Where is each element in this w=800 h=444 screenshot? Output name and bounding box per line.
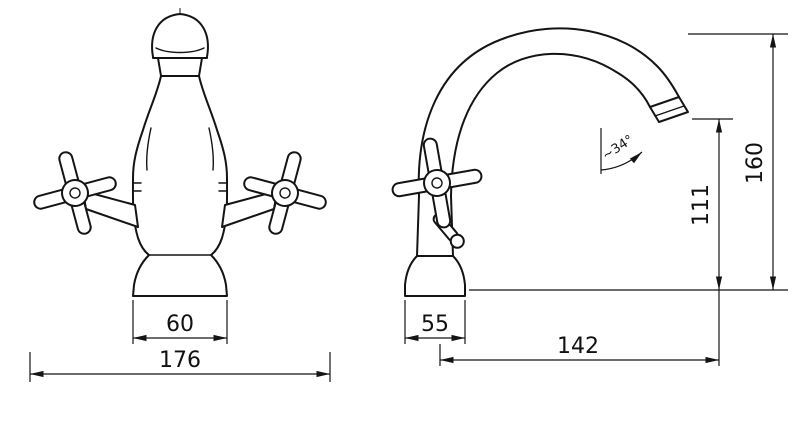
spout-angle-annotation: ~34°	[600, 128, 643, 174]
cap-dome-detail	[155, 47, 205, 54]
dim-60-label: 60	[166, 312, 194, 337]
cap-dome	[151, 13, 209, 59]
angle-label: ~34°	[600, 133, 637, 164]
front-body-detail-left	[145, 127, 152, 171]
dim-side-overall-height: 160	[469, 33, 788, 291]
right-handle-hub-center	[279, 187, 291, 199]
side-base-outline	[404, 255, 466, 297]
dim-142-label: 142	[557, 334, 599, 359]
left-handle-hub-center	[69, 187, 81, 199]
dim-176-label: 176	[159, 348, 201, 373]
dim-111-label: 111	[689, 184, 714, 226]
left-handle-hub	[61, 179, 89, 207]
spout-aerator-line	[654, 105, 685, 117]
side-view: ~34° 55 142 111 160	[391, 27, 788, 366]
side-handle-hub	[423, 169, 451, 197]
front-view: 60 176	[29, 8, 331, 382]
spout-outer-curve	[417, 27, 680, 197]
front-body-outline	[131, 75, 229, 297]
right-cross-handle	[243, 151, 327, 235]
dim-160-label: 160	[743, 142, 768, 184]
front-body-detail-right	[208, 127, 215, 171]
dim-55-label: 55	[421, 312, 449, 337]
right-handle-hub	[271, 179, 299, 207]
spout-inner-curve	[450, 52, 651, 197]
drain-lever-knob	[449, 233, 465, 249]
dim-side-spout-reach: 142	[439, 290, 720, 366]
dim-side-outlet-height: 111	[689, 118, 733, 290]
spout-nozzle	[649, 96, 689, 123]
side-body-left-edge	[416, 195, 420, 257]
dim-front-base-width: 60	[132, 300, 228, 344]
cap-collar	[157, 57, 203, 77]
angle-arc	[600, 151, 643, 171]
side-cross-handle	[391, 137, 483, 229]
left-cross-handle	[33, 151, 117, 235]
side-handle-hub-center	[431, 177, 443, 189]
dim-front-overall-width: 176	[29, 348, 331, 382]
dim-side-base-depth: 55	[404, 300, 466, 344]
